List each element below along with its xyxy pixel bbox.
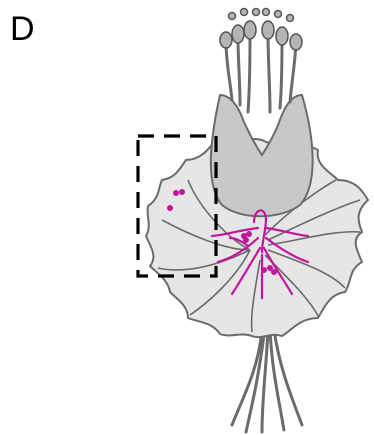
anther-icon xyxy=(244,21,256,39)
anther-icon xyxy=(232,25,244,43)
anther-icon xyxy=(290,34,302,50)
anther-icon xyxy=(220,32,232,48)
anther-icon xyxy=(262,21,274,39)
calyx xyxy=(211,95,313,216)
anther-icon xyxy=(276,27,288,45)
anthers xyxy=(220,9,302,51)
filaments xyxy=(226,34,296,112)
stalk xyxy=(232,330,302,432)
